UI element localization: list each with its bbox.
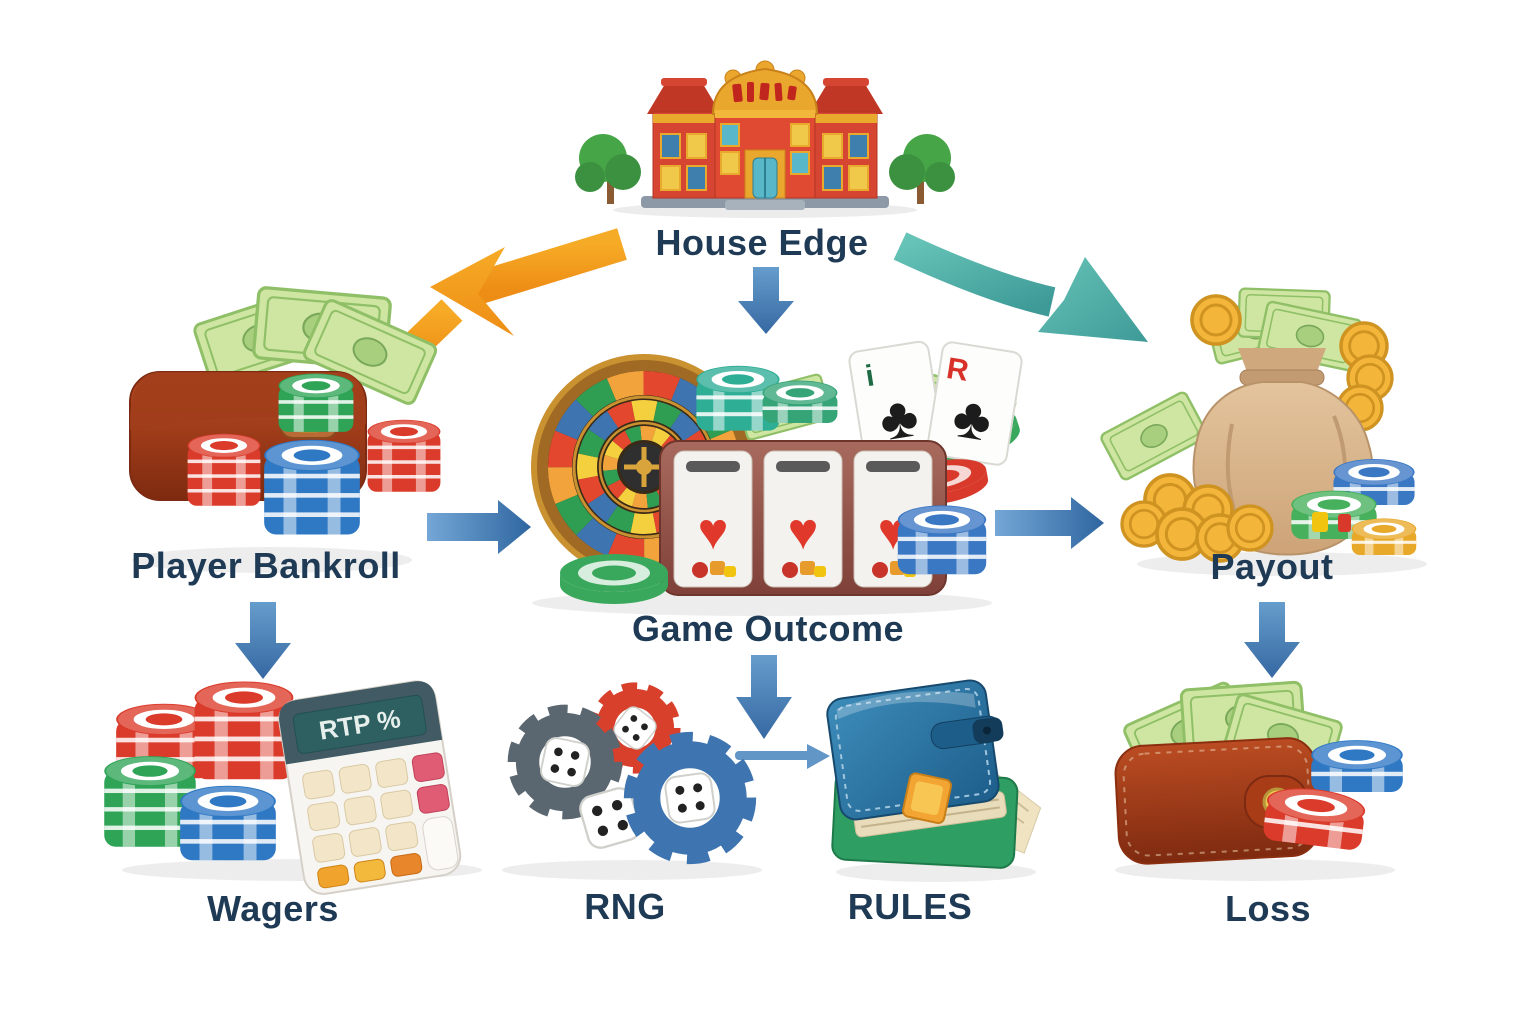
label-rules: RULES — [847, 886, 973, 927]
chip-stack-green — [278, 373, 354, 432]
gold-tag — [901, 772, 952, 824]
arrow-game-payout — [995, 497, 1104, 549]
calculator: RTP % — [278, 680, 462, 895]
connector-rng-rules — [735, 744, 830, 769]
label-player-bankroll: Player Bankroll — [131, 545, 401, 586]
chip-stack-blue — [264, 439, 360, 535]
chip-stack-red — [1262, 783, 1368, 852]
label-payout: Payout — [1210, 546, 1334, 587]
chip-stack-blue — [897, 505, 987, 575]
label-rng: RNG — [584, 886, 666, 927]
chip-stack-red — [187, 433, 261, 506]
gold-coin — [1226, 504, 1274, 552]
roulette-slots-cards-icon: i ♣ R ♣ ♥ ♥ ♥ — [531, 340, 1025, 616]
chip-stack-blue — [1311, 740, 1403, 792]
tree-left — [575, 134, 641, 204]
coin-stack — [1351, 518, 1417, 555]
money-bag-coins-icon — [1098, 287, 1427, 576]
gears-dice-icon — [492, 678, 792, 880]
crown-sign — [711, 60, 819, 118]
chip-stack-green — [762, 380, 838, 423]
heart-symbol: ♥ — [788, 503, 819, 561]
tree-right — [889, 134, 955, 204]
arrow-bankroll-game — [427, 500, 531, 554]
chip-stack-red — [194, 681, 294, 780]
chip-stripe-yellow — [1312, 512, 1328, 532]
calculator-keys — [302, 752, 459, 889]
slot-machine: ♥ ♥ ♥ — [659, 440, 947, 596]
chip-stack-blue — [180, 785, 276, 861]
casino-building-icon — [575, 60, 955, 218]
rulebook-icon — [826, 679, 1042, 882]
chips-calculator-icon: RTP % — [104, 680, 482, 895]
arrow-game-rng — [736, 655, 792, 739]
playing-card-right: R ♣ — [926, 341, 1023, 466]
entrance — [744, 149, 786, 199]
cash-bill — [1098, 389, 1210, 483]
chip-stack-red — [367, 419, 441, 492]
wallet-cash-chips-icon — [129, 285, 441, 573]
wallet-chips-icon — [1114, 679, 1403, 881]
label-loss: Loss — [1224, 888, 1312, 929]
arrow-house-edge-game — [738, 267, 794, 334]
chip-stripe-red — [1338, 514, 1351, 532]
arrow-payout-loss — [1244, 602, 1300, 678]
gold-coin — [1190, 294, 1242, 346]
heart-symbol: ♥ — [698, 503, 729, 561]
label-game-outcome: Game Outcome — [631, 608, 905, 649]
green-chip — [560, 554, 668, 604]
label-wagers: Wagers — [207, 888, 339, 929]
label-house-edge: House Edge — [655, 222, 869, 263]
arrow-bankroll-wagers — [235, 602, 291, 679]
gear-blue — [631, 739, 750, 858]
arrow-house-edge-payout — [893, 232, 1148, 342]
